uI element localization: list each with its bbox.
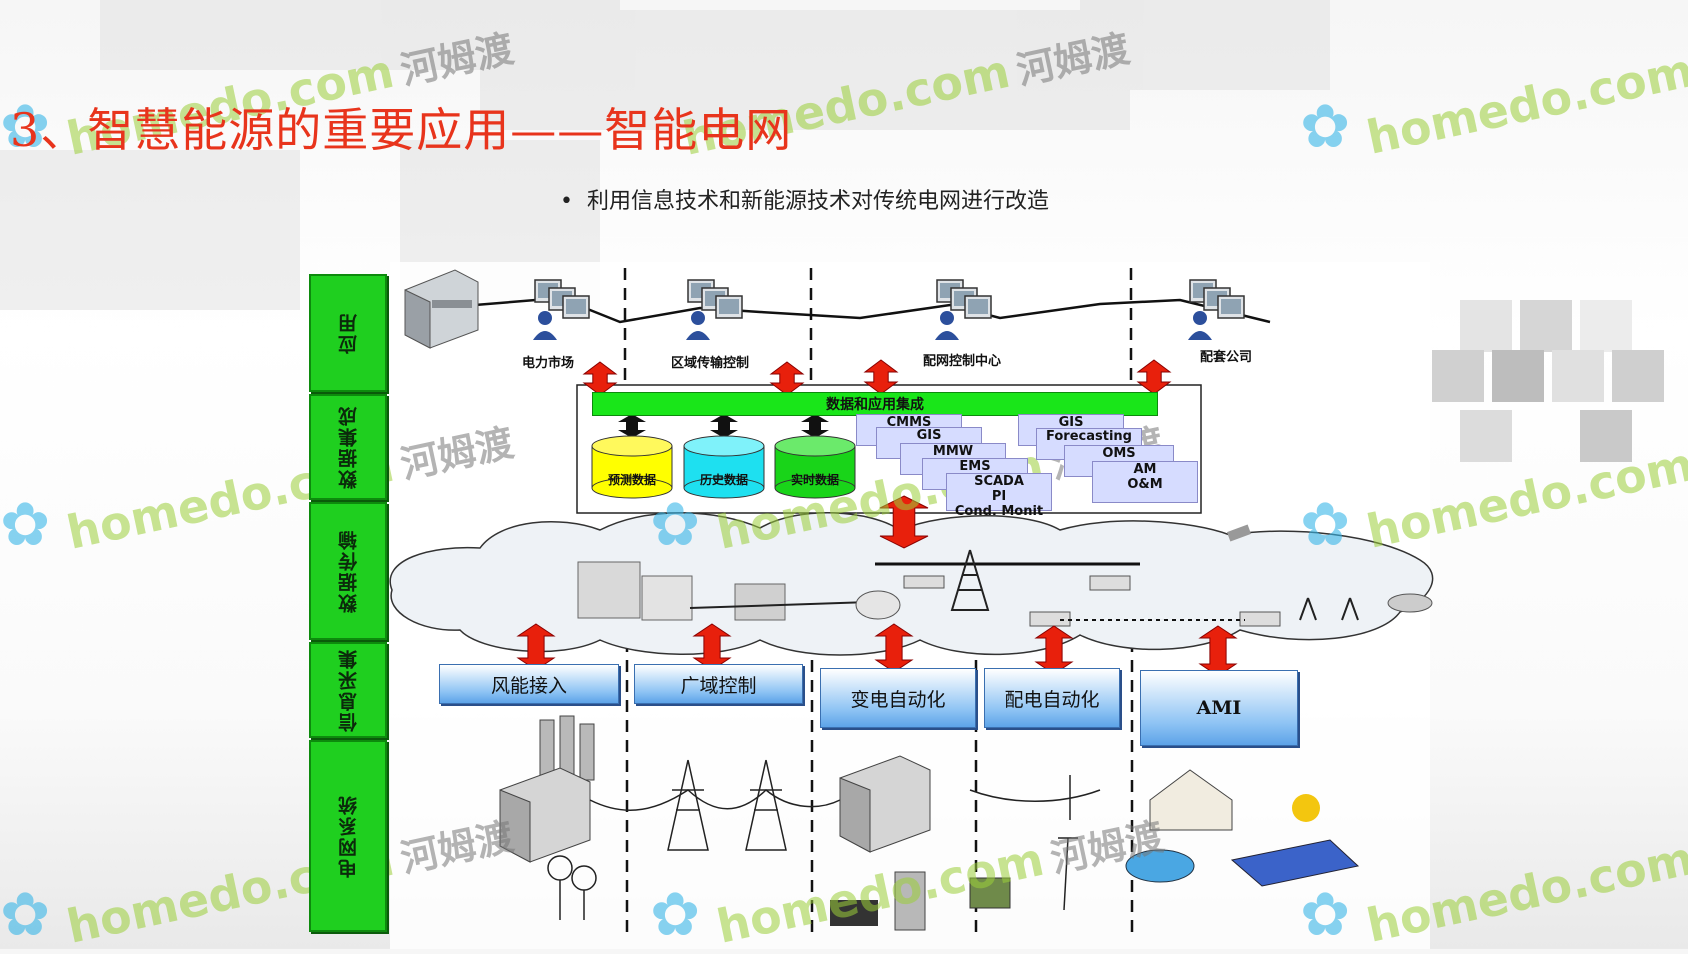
node-label-supporting-company: 配套公司: [1200, 350, 1253, 365]
subtitle: •利用信息技术和新能源技术对传统电网进行改造: [560, 189, 1049, 214]
node-label-distribution-control: 配网控制中心: [923, 354, 1002, 369]
layer-data-transmission: 数据传输: [309, 502, 387, 640]
workstation-icon: [935, 279, 992, 340]
watermark-flower-icon: ✿: [1300, 490, 1351, 560]
layer-data-integration: 数据集成: [309, 394, 387, 500]
node-label-power-market: 电力市场: [522, 356, 575, 371]
layer-power-grid-system: 电网系统: [309, 740, 387, 932]
db-label-historical: 历史数据: [699, 473, 748, 487]
double-arrow-icon: [710, 414, 738, 438]
watermark-flower-icon: ✿: [1300, 92, 1351, 162]
server-icon: [404, 269, 479, 349]
workstation-icons: [533, 279, 1245, 340]
watermark-flower-icon: ✿: [650, 490, 701, 560]
double-arrow-icon: [618, 414, 646, 438]
db-label-realtime: 实时数据: [790, 473, 839, 487]
double-arrow-icon: [879, 495, 929, 549]
system-box-am-om: AM O&M: [1092, 461, 1198, 503]
system-box-scada: SCADA PI Cond. Monit: [946, 473, 1052, 519]
watermark-flower-icon: ✿: [650, 880, 701, 950]
workstation-icon: [533, 279, 590, 340]
network-equipment: [577, 524, 1433, 627]
double-arrow-icon: [801, 414, 829, 438]
box-wind-access: 风能接入: [439, 664, 619, 704]
watermark-flower-icon: ✿: [0, 490, 51, 560]
power-plant-illustrations: [499, 715, 1360, 931]
box-substation-automation: 变电自动化: [820, 668, 976, 728]
workstation-icon: [1188, 279, 1245, 340]
slide-title: 3、智慧能源的重要应用——智能电网: [10, 103, 793, 157]
box-wide-area-control: 广域控制: [634, 664, 803, 704]
box-ami: AMI: [1140, 670, 1298, 746]
layer-application: 应用: [309, 274, 387, 392]
watermark-flower-icon: ✿: [1300, 880, 1351, 950]
watermark-flower-icon: ✿: [0, 880, 51, 950]
db-label-forecast: 预测数据: [607, 473, 656, 487]
layer-information-collection: 信息采集: [309, 642, 387, 738]
database-cylinders: [591, 435, 856, 499]
node-label-regional-transmission: 区域传输控制: [671, 356, 750, 371]
grey-squares-decoration: [1432, 300, 1664, 462]
workstation-icon: [686, 279, 743, 340]
data-app-integration-bar: 数据和应用集成: [592, 392, 1158, 416]
box-distribution-automation: 配电自动化: [984, 668, 1120, 728]
watermark-flower-icon: ✿: [0, 92, 51, 162]
